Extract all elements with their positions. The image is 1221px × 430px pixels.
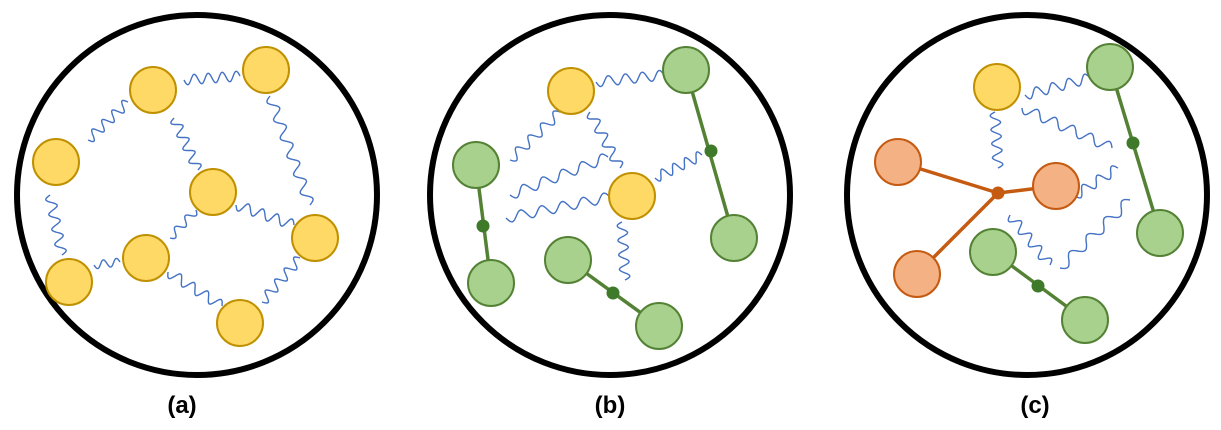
green-particle xyxy=(452,141,500,189)
panel-a-wave xyxy=(235,203,295,227)
green-bond-center xyxy=(704,144,718,158)
yellow-particle xyxy=(122,234,170,282)
panel-c-wave xyxy=(1059,198,1131,270)
panel-a-wave xyxy=(266,95,314,206)
panel-a-wave xyxy=(169,209,198,240)
panel-a xyxy=(14,12,380,378)
green-particle xyxy=(635,302,683,350)
yellow-particle xyxy=(32,138,80,186)
panel-b-wave xyxy=(505,192,611,223)
yellow-particle xyxy=(216,299,264,347)
yellow-particle xyxy=(45,258,93,306)
green-particle xyxy=(1086,43,1134,91)
panel-b-wave xyxy=(509,110,561,162)
yellow-particle xyxy=(291,214,339,262)
orange-particle xyxy=(1032,162,1080,210)
green-particle xyxy=(710,214,758,262)
green-particle xyxy=(662,46,710,94)
yellow-particle xyxy=(547,67,595,115)
panel-a-wave xyxy=(93,257,121,270)
panel-b-wave xyxy=(616,221,631,281)
green-bond xyxy=(1108,66,1162,234)
panel-a-wave xyxy=(183,70,241,86)
panel-b-wave xyxy=(595,69,665,88)
panel-a-wave xyxy=(261,256,301,304)
orange-bond-center xyxy=(991,186,1005,200)
panel-c-label: (c) xyxy=(1020,392,1050,419)
panel-c-wave xyxy=(989,111,1004,169)
yellow-particle xyxy=(242,46,290,94)
panel-a-wave xyxy=(45,194,67,256)
panel-c-wave xyxy=(1007,214,1053,266)
panel-c-boundary xyxy=(844,12,1210,378)
green-bond-center xyxy=(1126,136,1140,150)
panel-a-label: (a) xyxy=(167,392,197,419)
panel-a-wave xyxy=(167,271,223,307)
panel-b-wave xyxy=(586,111,624,169)
green-bond-center xyxy=(1031,279,1045,293)
green-particle xyxy=(467,259,515,307)
panel-b xyxy=(427,12,793,378)
panel-c-wave xyxy=(1021,107,1113,149)
panel-a-wave xyxy=(170,117,202,171)
green-particle xyxy=(969,228,1017,276)
green-particle xyxy=(1136,209,1184,257)
panel-c-wave xyxy=(1024,73,1091,100)
yellow-particle xyxy=(129,66,177,114)
yellow-particle xyxy=(608,172,656,220)
green-particle xyxy=(1061,296,1109,344)
green-bond-center xyxy=(476,219,490,233)
panel-b-wave xyxy=(509,153,609,199)
yellow-particle xyxy=(189,168,237,216)
green-bond-center xyxy=(606,286,620,300)
panel-b-wave xyxy=(654,151,703,182)
panel-b-label: (b) xyxy=(594,392,626,419)
green-particle xyxy=(544,236,592,284)
panel-a-wave xyxy=(87,99,129,143)
panel-c xyxy=(844,12,1210,378)
orange-particle xyxy=(893,250,941,298)
orange-particle xyxy=(874,138,922,186)
yellow-particle xyxy=(973,63,1021,111)
